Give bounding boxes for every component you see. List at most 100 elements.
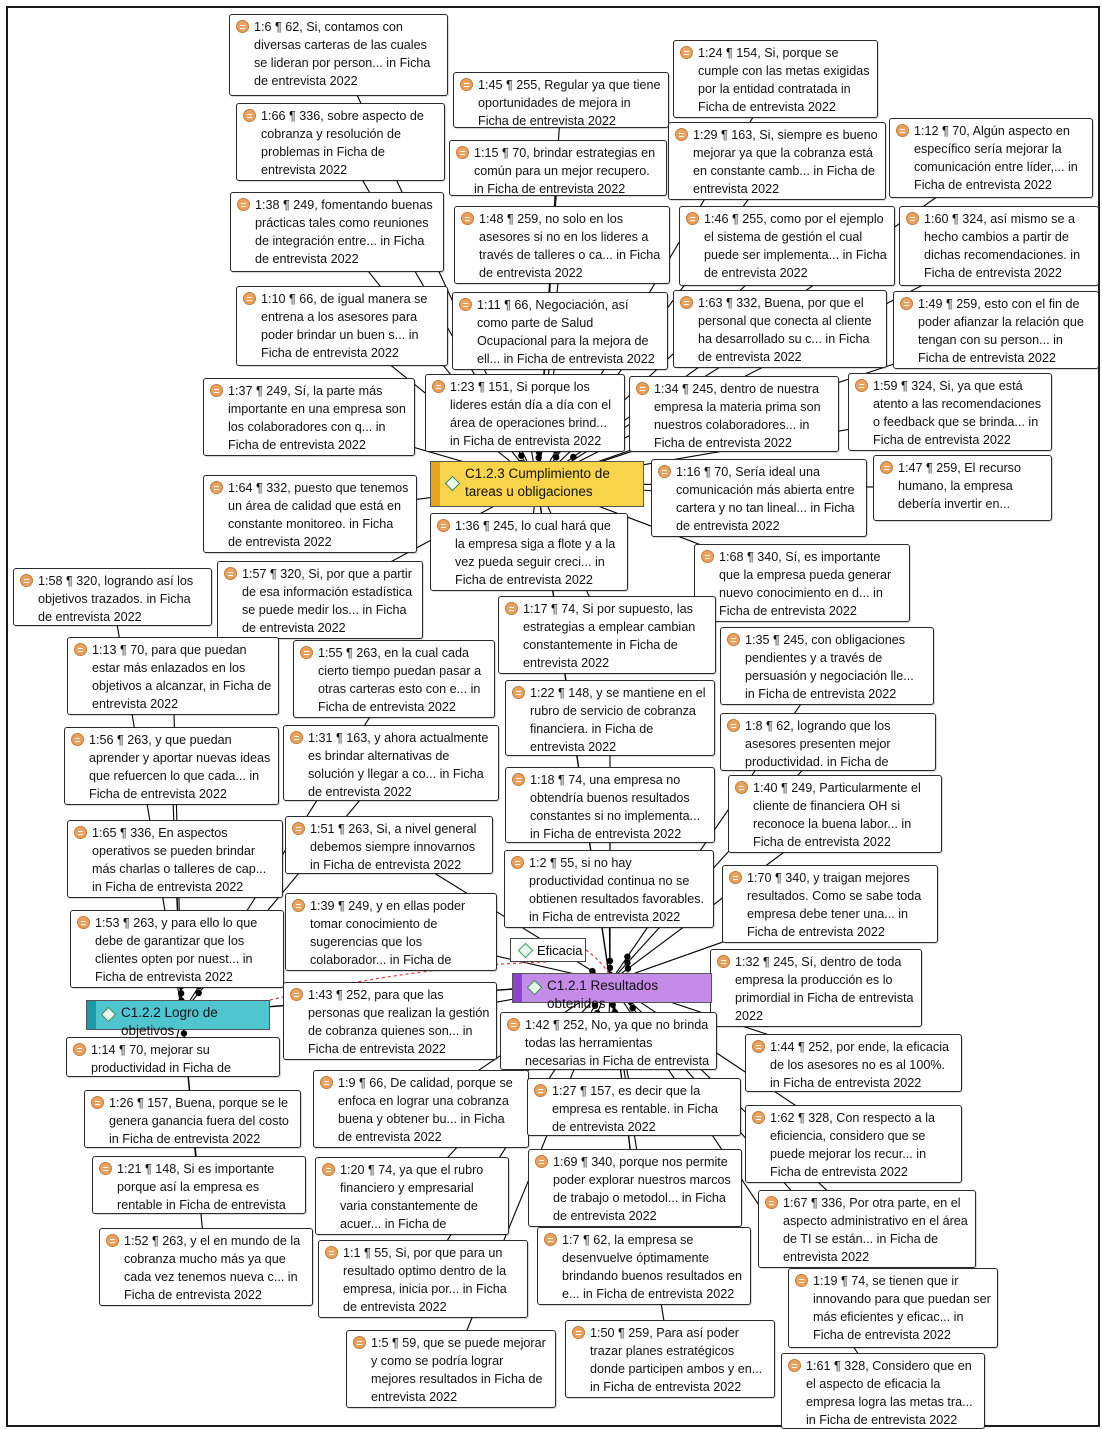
quotation-node[interactable]: 1:46 ¶ 255, como por el ejemplo el siste… <box>679 206 895 286</box>
quotation-node[interactable]: 1:10 ¶ 66, de igual manera se entrena a … <box>236 286 448 366</box>
quotation-node[interactable]: 1:8 ¶ 62, logrando que los asesores pres… <box>720 713 936 771</box>
quotation-node[interactable]: 1:63 ¶ 332, Buena, por que el personal q… <box>673 290 887 368</box>
quotation-node[interactable]: 1:35 ¶ 245, con obligaciones pendientes … <box>720 627 934 705</box>
quotation-icon <box>686 212 699 225</box>
quotation-node[interactable]: 1:17 ¶ 74, Si por supuesto, las estrateg… <box>498 596 716 674</box>
quotation-node[interactable]: 1:49 ¶ 259, esto con el fin de poder afi… <box>893 291 1099 369</box>
quotation-node[interactable]: 1:44 ¶ 252, por ende, la eficacia de los… <box>745 1034 962 1092</box>
code-color-bar <box>513 974 522 1002</box>
quotation-icon <box>106 1234 119 1247</box>
quotation-node[interactable]: 1:45 ¶ 255, Regular ya que tiene oportun… <box>453 72 669 128</box>
quotation-text: 1:67 ¶ 336, Por otra parte, en el aspect… <box>783 1196 968 1264</box>
quotation-node[interactable]: 1:31 ¶ 163, y ahora actualmente es brind… <box>283 725 499 801</box>
quotation-node[interactable]: 1:62 ¶ 328, Con respecto a la eficiencia… <box>745 1105 962 1183</box>
quotation-text: 1:5 ¶ 59, que se puede mejorar y como se… <box>371 1336 546 1404</box>
quotation-node[interactable]: 1:13 ¶ 70, para que puedan estar más enl… <box>67 637 279 715</box>
quotation-icon <box>717 955 730 968</box>
quotation-node[interactable]: 1:68 ¶ 340, Sí, es importante que la emp… <box>694 544 910 622</box>
quotation-node[interactable]: 1:37 ¶ 249, Sí, la parte más importante … <box>203 378 415 456</box>
quotation-node[interactable]: 1:18 ¶ 74, una empresa no obtendría buen… <box>505 767 715 843</box>
code-node-resultados[interactable]: C1.2.1 Resultados obtenidos <box>512 973 712 1011</box>
quotation-node[interactable]: 1:39 ¶ 249, y en ellas poder tomar conoc… <box>285 893 497 971</box>
quotation-node[interactable]: 1:40 ¶ 249, Particularmente el cliente d… <box>728 775 942 853</box>
quotation-icon <box>729 871 742 884</box>
quotation-node[interactable]: 1:19 ¶ 74, se tienen que ir innovando pa… <box>788 1268 998 1348</box>
quotation-icon <box>300 646 313 659</box>
quotation-text: 1:19 ¶ 74, se tienen que ir innovando pa… <box>813 1274 991 1342</box>
quotation-icon <box>91 1096 104 1109</box>
quotation-node[interactable]: 1:21 ¶ 148, Si es importante porque así … <box>92 1156 306 1214</box>
quotation-node[interactable]: 1:69 ¶ 340, porque nos permite poder exp… <box>528 1149 742 1227</box>
quotation-node[interactable]: 1:66 ¶ 336, sobre aspecto de cobranza y … <box>236 103 445 181</box>
quotation-node[interactable]: 1:38 ¶ 249, fomentando buenas prácticas … <box>230 192 444 272</box>
quotation-node[interactable]: 1:70 ¶ 340, y traigan mejores resultados… <box>722 865 938 943</box>
quotation-node[interactable]: 1:15 ¶ 70, brindar estrategias en común … <box>449 140 667 196</box>
quotation-icon <box>459 298 472 311</box>
quotation-text: 1:36 ¶ 245, lo cual hará que la empresa … <box>455 519 616 587</box>
quotation-text: 1:60 ¶ 324, así mismo se a hecho cambios… <box>924 212 1081 280</box>
quotation-node[interactable]: 1:61 ¶ 328, Considero que en el aspecto … <box>781 1353 985 1429</box>
network-label: Eficacia <box>537 943 583 958</box>
quotation-node[interactable]: 1:53 ¶ 263, y para ello lo que debe de g… <box>70 910 284 988</box>
quotation-node[interactable]: 1:47 ¶ 259, El recurso humano, la empres… <box>873 455 1052 521</box>
quotation-node[interactable]: 1:58 ¶ 320, logrando así los objetivos t… <box>13 568 212 626</box>
quotation-node[interactable]: 1:48 ¶ 259, no solo en los asesores si n… <box>454 206 670 284</box>
network-node-eficacia[interactable]: Eficacia <box>510 938 586 962</box>
quotation-icon <box>507 1018 520 1031</box>
quotation-icon <box>224 567 237 580</box>
quotation-text: 1:11 ¶ 66, Negociación, así como parte d… <box>477 298 655 366</box>
quotation-node[interactable]: 1:6 ¶ 62, Si, contamos con diversas cart… <box>229 14 448 96</box>
quotation-node[interactable]: 1:2 ¶ 55, si no hay productividad contin… <box>504 850 714 928</box>
quotation-node[interactable]: 1:11 ¶ 66, Negociación, así como parte d… <box>452 292 668 370</box>
quotation-node[interactable]: 1:27 ¶ 157, es decir que la empresa es r… <box>527 1078 741 1136</box>
quotation-text: 1:26 ¶ 157, Buena, porque se le genera g… <box>109 1096 289 1146</box>
quotation-node[interactable]: 1:20 ¶ 74, ya que el rubro financiero y … <box>315 1157 509 1235</box>
quotation-node[interactable]: 1:67 ¶ 336, Por otra parte, en el aspect… <box>758 1190 976 1268</box>
quotation-node[interactable]: 1:60 ¶ 324, así mismo se a hecho cambios… <box>899 206 1099 286</box>
quotation-text: 1:2 ¶ 55, si no hay productividad contin… <box>529 856 705 924</box>
quotation-node[interactable]: 1:26 ¶ 157, Buena, porque se le genera g… <box>84 1090 301 1148</box>
quotation-text: 1:57 ¶ 320, Si, por que a partir de esa … <box>242 567 413 635</box>
quotation-node[interactable]: 1:29 ¶ 163, Si, siempre es bueno mejorar… <box>668 122 886 200</box>
quotation-icon <box>74 643 87 656</box>
quotation-node[interactable]: 1:9 ¶ 66, De calidad, porque se enfoca e… <box>313 1070 529 1148</box>
quotation-node[interactable]: 1:50 ¶ 259, Para así poder trazar planes… <box>565 1320 775 1398</box>
quotation-text: 1:6 ¶ 62, Si, contamos con diversas cart… <box>254 20 431 88</box>
quotation-text: 1:45 ¶ 255, Regular ya que tiene oportun… <box>478 78 661 128</box>
quotation-node[interactable]: 1:24 ¶ 154, Si, porque se cumple con las… <box>673 40 878 118</box>
quotation-text: 1:21 ¶ 148, Si es importante porque así … <box>117 1162 286 1212</box>
quotation-node[interactable]: 1:51 ¶ 263, Si, a nivel general debemos … <box>285 816 493 874</box>
quotation-node[interactable]: 1:52 ¶ 263, y el en mundo de la cobranza… <box>99 1228 313 1306</box>
quotation-node[interactable]: 1:14 ¶ 70, mejorar su productividad in F… <box>66 1037 280 1077</box>
quotation-text: 1:32 ¶ 245, Sí, dentro de toda empresa l… <box>735 955 914 1023</box>
quotation-node[interactable]: 1:36 ¶ 245, lo cual hará que la empresa … <box>430 513 628 591</box>
quotation-node[interactable]: 1:56 ¶ 263, y que puedan aprender y apor… <box>64 727 279 805</box>
quotation-node[interactable]: 1:23 ¶ 151, Si porque los lideres están … <box>425 374 625 452</box>
quotation-icon <box>461 212 474 225</box>
code-node-logro[interactable]: C1.2.2 Logro de objetivos <box>86 1000 270 1038</box>
quotation-node[interactable]: 1:34 ¶ 245, dentro de nuestra empresa la… <box>629 376 839 452</box>
quotation-node[interactable]: 1:57 ¶ 320, Si, por que a partir de esa … <box>217 561 423 639</box>
quotation-node[interactable]: 1:1 ¶ 55, Si, por que para un resultado … <box>318 1240 528 1318</box>
quotation-node[interactable]: 1:65 ¶ 336, En aspectos operativos se pu… <box>67 820 283 898</box>
quotation-node[interactable]: 1:55 ¶ 263, en la cual cada cierto tiemp… <box>293 640 495 718</box>
quotation-icon <box>437 519 450 532</box>
quotation-node[interactable]: 1:5 ¶ 59, que se puede mejorar y como se… <box>346 1330 556 1408</box>
code-node-cumplimiento[interactable]: C1.2.3 Cumplimiento de tareas u obligaci… <box>430 461 644 507</box>
quotation-text: 1:68 ¶ 340, Sí, es importante que la emp… <box>719 550 892 618</box>
quotation-node[interactable]: 1:42 ¶ 252, No, ya que no brinda todas l… <box>500 1012 717 1070</box>
quotation-node[interactable]: 1:7 ¶ 62, la empresa se desenvuelve ópti… <box>537 1227 751 1305</box>
quotation-icon <box>236 20 249 33</box>
quotation-icon <box>658 465 671 478</box>
quotation-node[interactable]: 1:59 ¶ 324, Si, ya que está atento a las… <box>848 373 1052 451</box>
quotation-node[interactable]: 1:12 ¶ 70, Algún aspecto en específico s… <box>889 118 1093 198</box>
quotation-icon <box>505 602 518 615</box>
quotation-node[interactable]: 1:32 ¶ 245, Sí, dentro de toda empresa l… <box>710 949 922 1027</box>
quotation-icon <box>292 899 305 912</box>
quotation-node[interactable]: 1:64 ¶ 332, puesto que tenemos un área d… <box>203 475 417 553</box>
quotation-node[interactable]: 1:16 ¶ 70, Sería ideal una comunicación … <box>651 459 867 537</box>
quotation-icon <box>788 1359 801 1372</box>
quotation-icon <box>290 988 303 1001</box>
quotation-node[interactable]: 1:43 ¶ 252, para que las personas que re… <box>283 982 497 1060</box>
quotation-node[interactable]: 1:22 ¶ 148, y se mantiene en el rubro de… <box>505 680 715 756</box>
